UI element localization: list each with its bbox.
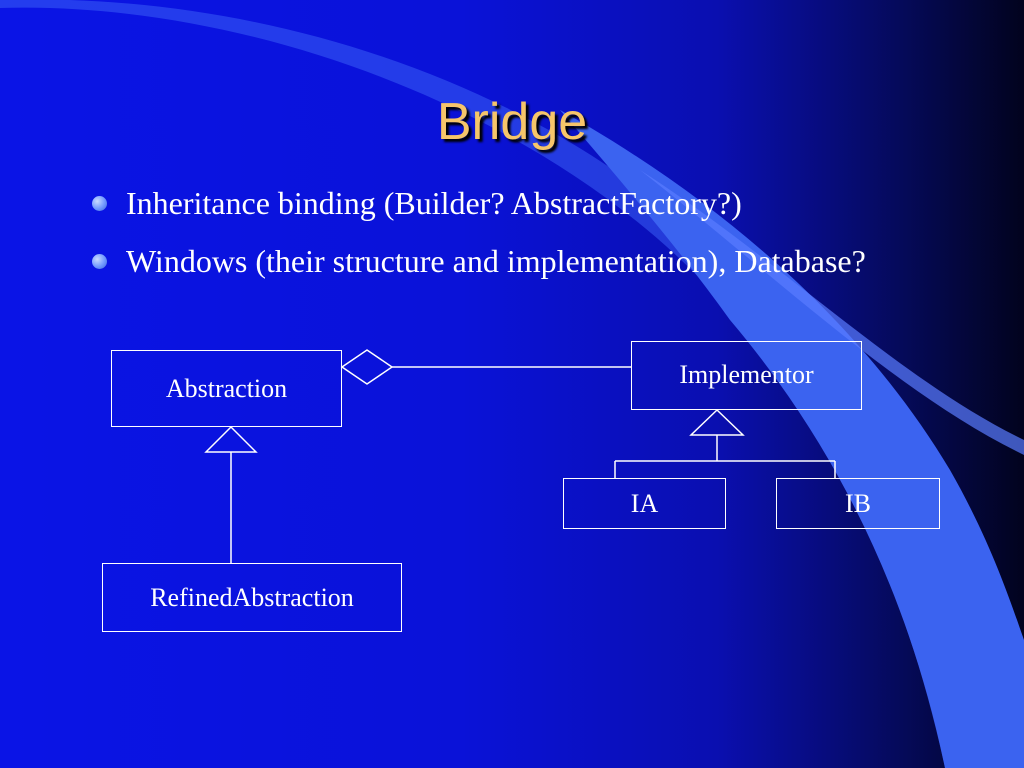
bullet-dot-icon <box>92 196 107 211</box>
bullet-text: Inheritance binding (Builder? AbstractFa… <box>126 185 742 221</box>
refined-abstraction-box: RefinedAbstraction <box>102 563 402 632</box>
refined-abstraction-label: RefinedAbstraction <box>150 582 354 612</box>
bullet-list: Inheritance binding (Builder? AbstractFa… <box>90 180 910 296</box>
abstraction-label: Abstraction <box>165 373 288 403</box>
bullet-item: Windows (their structure and implementat… <box>90 238 910 284</box>
ia-label: IA <box>630 488 659 518</box>
bullet-item: Inheritance binding (Builder? AbstractFa… <box>90 180 910 226</box>
background-swoosh-edge <box>640 170 1024 455</box>
inheritance-triangle-abstraction <box>204 425 258 453</box>
ib-box: IB <box>776 478 940 529</box>
bullet-dot-icon <box>92 254 107 269</box>
aggregation-diamond <box>340 349 394 385</box>
bullet-text: Windows (their structure and implementat… <box>126 243 866 279</box>
implementor-box: Implementor <box>631 341 862 410</box>
abstraction-box: Abstraction <box>111 350 342 427</box>
background-swoosh-wide <box>560 110 1024 768</box>
ia-box: IA <box>563 478 726 529</box>
implementor-label: Implementor <box>679 360 814 389</box>
inheritance-triangle-implementor <box>689 408 745 436</box>
ib-label: IB <box>845 488 871 518</box>
slide-title: Bridge <box>436 93 588 151</box>
